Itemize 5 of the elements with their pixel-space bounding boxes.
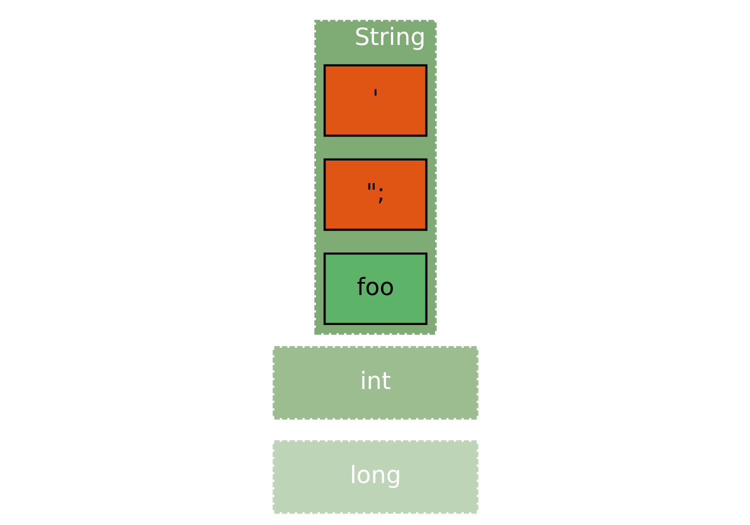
node-box: ' — [323, 64, 427, 137]
node-box: long — [272, 440, 478, 514]
node-box: "; — [323, 158, 427, 231]
node-box: int — [272, 346, 478, 420]
node-box: foo — [323, 252, 427, 325]
